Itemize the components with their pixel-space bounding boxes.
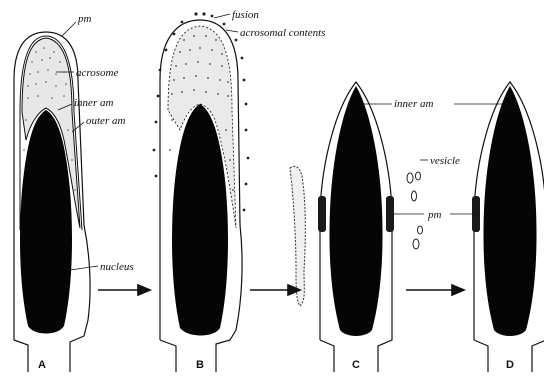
panel-label-a: A xyxy=(38,359,46,371)
leader-lines xyxy=(56,14,510,270)
cell-c-equatorial-right xyxy=(386,196,394,232)
label-pm-cd: pm xyxy=(427,209,442,221)
label-nucleus: nucleus xyxy=(100,261,134,273)
cell-c xyxy=(318,82,394,372)
label-fusion: fusion xyxy=(232,9,259,21)
released-vesicles xyxy=(407,172,423,249)
shed-membrane xyxy=(290,166,305,306)
label-acrosomal-contents: acrosomal contents xyxy=(240,27,325,39)
panel-label-c: C xyxy=(352,359,360,371)
shed-membrane-strip xyxy=(290,166,305,306)
label-inner-am: inner am xyxy=(74,97,113,109)
arrow-b-to-c xyxy=(250,285,300,295)
panel-label-d: D xyxy=(506,359,514,371)
label-pm-a: pm xyxy=(77,13,92,25)
label-vesicle: vesicle xyxy=(430,155,460,167)
cell-c-equatorial-left xyxy=(318,196,326,232)
panel-label-b: B xyxy=(196,359,204,371)
label-inner-am-cd: inner am xyxy=(394,98,433,110)
cell-b xyxy=(153,12,250,372)
arrow-a-to-b xyxy=(98,285,150,295)
label-outer-am: outer am xyxy=(86,115,125,127)
cell-d xyxy=(472,82,544,372)
arrow-c-to-d xyxy=(406,285,464,295)
cell-a xyxy=(14,32,90,372)
label-acrosome: acrosome xyxy=(76,67,118,79)
